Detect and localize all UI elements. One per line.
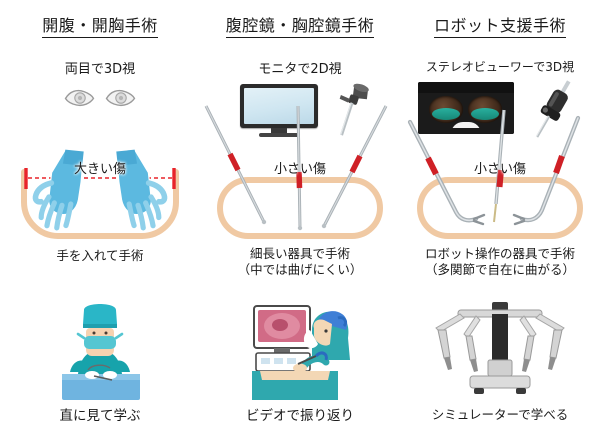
endoscope-camera-icon <box>328 82 369 142</box>
wound-label-open: 大きい傷 <box>73 162 126 177</box>
learning-illustration-robotic <box>400 300 600 400</box>
surgical-robot-photo <box>435 302 565 394</box>
column-title-robotic-text: ロボット支援手術 <box>433 16 566 38</box>
monitor-neck <box>271 128 287 133</box>
column-title-robotic: ロボット支援手術 <box>400 12 600 38</box>
technique-caption-robotic-line2: （多関節で自在に曲がる） <box>424 262 575 277</box>
robotic-instrument-center <box>493 109 506 223</box>
viewer-lens-right <box>468 96 502 123</box>
technique-caption-laparoscopic-line1: 細長い器具で手術 <box>249 246 350 261</box>
stereo-viewer-photo <box>418 82 514 134</box>
vision-icons-robotic <box>400 80 600 142</box>
gloved-hand-left <box>32 149 85 231</box>
laparoscopic-instrument-right <box>321 105 388 229</box>
surgeon-at-video-monitor-illustration <box>252 305 350 400</box>
laparoscopic-instrument-left <box>204 105 267 225</box>
laparoscopic-instrument-center <box>296 105 303 231</box>
learning-caption-open: 直に見て学ぶ <box>59 408 141 424</box>
viewer-base <box>418 128 514 134</box>
viewer-lens-left <box>429 96 463 123</box>
technique-caption-laparoscopic: 細長い器具で手術 （中では曲げにくい） <box>200 246 400 278</box>
eyes-icon <box>64 88 136 114</box>
robotic-instrument-icon <box>526 80 582 142</box>
gloved-hand-right <box>115 149 168 231</box>
eye-icon-left <box>64 88 95 108</box>
vision-icons-laparoscopic <box>200 82 400 140</box>
wound-label-laparoscopic: 小さい傷 <box>273 162 326 177</box>
robotic-svg <box>407 109 583 239</box>
column-title-laparoscopic: 腹腔鏡・胸腔鏡手術 <box>200 12 400 38</box>
viewer-hood <box>418 82 514 93</box>
column-title-open: 開腹・開胸手術 <box>0 12 200 38</box>
learning-illustration-laparoscopic <box>200 300 400 400</box>
column-robotic-surgery: ロボット支援手術 ステレオビューワーで3D視 <box>400 0 600 439</box>
monitor-icon <box>240 84 318 140</box>
monitor-screen <box>240 84 318 128</box>
vision-label-laparoscopic: モニタで2D視 <box>258 62 342 77</box>
technique-caption-laparoscopic-line2: （中では曲げにくい） <box>237 262 363 277</box>
learning-illustration-open <box>0 300 200 400</box>
robotic-instrument-left <box>407 119 486 226</box>
learning-caption-laparoscopic: ビデオで振り返り <box>246 408 354 424</box>
monitor-base <box>259 133 299 137</box>
vision-label-open: 両目で3D視 <box>64 62 136 77</box>
column-open-surgery: 開腹・開胸手術 両目で3D視 <box>0 0 200 439</box>
column-title-laparoscopic-text: 腹腔鏡・胸腔鏡手術 <box>225 16 375 38</box>
robotic-instrument-right <box>512 115 581 226</box>
technique-caption-robotic-line1: ロボット操作の器具で手術 <box>424 246 575 261</box>
column-title-open-text: 開腹・開胸手術 <box>42 16 158 38</box>
technique-caption-open: 手を入れて手術 <box>0 248 200 264</box>
monitor-display <box>244 88 314 124</box>
eye-icon-right <box>105 88 136 108</box>
vision-label-robotic: ステレオビューワーで3D視 <box>425 60 575 74</box>
technique-caption-robotic: ロボット操作の器具で手術 （多関節で自在に曲がる） <box>400 246 600 278</box>
laparoscopic-svg <box>204 105 388 239</box>
surgeon-operating-illustration <box>62 304 140 400</box>
wound-diagram-open: 大きい傷 <box>0 140 200 250</box>
technique-caption-open-line1: 手を入れて手術 <box>56 248 144 263</box>
open-surgery-svg <box>21 149 179 239</box>
learning-caption-robotic: シミュレーターで学べる <box>431 407 569 422</box>
vision-icons-open <box>0 82 200 140</box>
wound-diagram-laparoscopic: 小さい傷 <box>200 105 400 250</box>
wound-label-robotic: 小さい傷 <box>473 162 526 177</box>
column-laparoscopic-surgery: 腹腔鏡・胸腔鏡手術 モニタで2D視 <box>200 0 400 439</box>
wound-diagram-robotic: 小さい傷 <box>400 109 600 250</box>
